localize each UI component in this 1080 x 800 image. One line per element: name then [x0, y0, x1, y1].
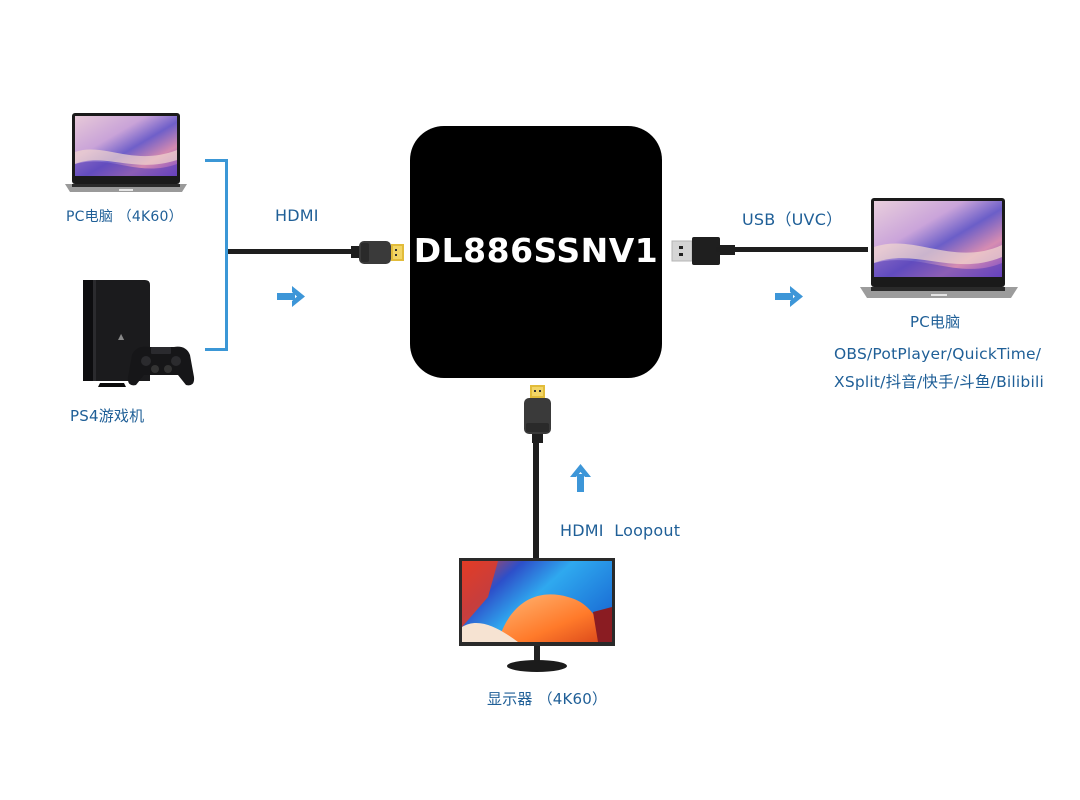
target-monitor-label: 显示器 （4K60） [487, 690, 608, 708]
hdmi-loop-plug [521, 383, 553, 443]
usb-arrow [775, 286, 805, 308]
usb-label: USB（UVC） [742, 210, 843, 229]
hdmi-input-plug [351, 236, 411, 268]
hdmi-loop-label: HDMI Loopout [560, 521, 681, 540]
target-laptop-label: PC电脑 [910, 313, 961, 331]
hdmi-input-label: HDMI [275, 206, 319, 225]
game-console-icon: ▲ [83, 280, 195, 387]
svg-text:▲: ▲ [118, 332, 125, 341]
hdmi-loop-cable [533, 440, 539, 558]
target-monitor [458, 557, 618, 675]
device-name: DL886SSNV1 [413, 230, 659, 270]
software-list-line1: OBS/PotPlayer/QuickTime/ [834, 345, 1042, 363]
monitor-icon [459, 558, 615, 672]
arrow-up-icon [570, 464, 591, 492]
capture-device: DL886SSNV1 [410, 126, 662, 378]
hdmi-plug-icon [524, 385, 551, 443]
laptop-icon [860, 198, 1018, 298]
source-laptop-label: PC电脑 （4K60） [66, 209, 183, 225]
source-ps4-label: PS4游戏机 [70, 407, 145, 425]
hdmi-plug-icon [351, 241, 404, 264]
usb-cable [716, 247, 868, 252]
source-ps4: ▲ [80, 277, 195, 389]
arrow-right-icon [277, 286, 305, 307]
hdmi-input-cable [228, 249, 358, 254]
input-arrow [277, 286, 307, 308]
laptop-icon [65, 113, 187, 192]
loop-arrow [570, 462, 592, 492]
source-laptop [64, 112, 188, 196]
source-bracket [205, 159, 228, 351]
target-laptop [859, 197, 1019, 303]
software-list-line2: XSplit/抖音/快手/斗鱼/Bilibili [834, 373, 1044, 391]
arrow-right-icon [775, 286, 803, 307]
